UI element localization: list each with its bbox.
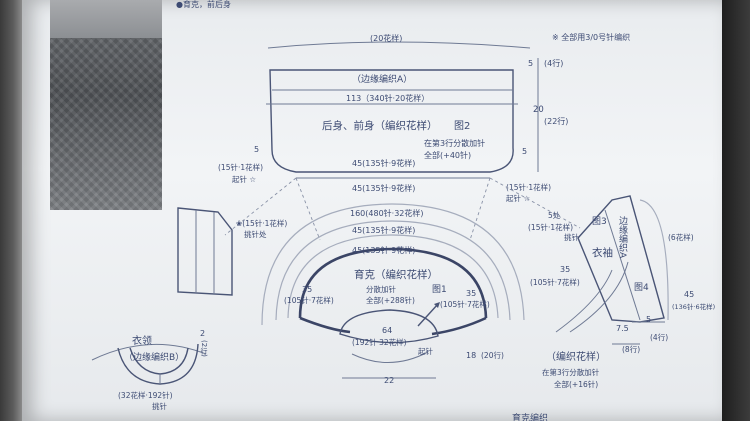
right-sleeve-fig4: 图4	[634, 282, 649, 293]
yoke-bottom-rows: 18	[466, 351, 476, 360]
top-right-dim-main-rows: (22行)	[544, 116, 568, 126]
right-sleeve-right-sub: (6花样)	[668, 232, 694, 242]
right-sleeve-dim-75: 7.5	[616, 324, 629, 333]
right-sleeve-top-label: 5处	[548, 210, 561, 220]
right-sleeve-dim-5: 5	[646, 315, 651, 324]
yoke-outer-count: 160(480针·32花样)	[350, 208, 424, 218]
collar-piece: 衣领 （边缘编织B） 2 (2行) (32花样·192针) 挑针	[91, 329, 208, 411]
right-sleeve-pattern-inc-1: 在第3行分散加针	[542, 367, 600, 377]
top-bottom-count-1: 45(135针·9花样)	[352, 158, 415, 168]
yoke-piece: 160(480针·32花样) 45(135针·9花样) 45(135针·9花样)…	[261, 203, 525, 385]
sweater-photo-top	[50, 0, 162, 38]
collar-title: 衣领	[132, 334, 152, 347]
collar-note: 挑针	[152, 401, 167, 411]
top-title: 后身、前身（编织花样）	[322, 119, 438, 132]
right-sleeve-top-sub-1: (15针·1花样)	[528, 222, 573, 232]
right-sleeve-dim-4: (4行)	[650, 332, 668, 342]
yoke-ring-count-2: 45(135针·9花样)	[352, 245, 415, 255]
yoke-left-dim: 35	[302, 285, 312, 294]
yoke-figure: 图1	[432, 284, 447, 295]
top-figure: 图2	[454, 120, 470, 132]
top-edge-count: 113（340针·20花样）	[346, 93, 429, 103]
left-sleeve-label-1: ❀(15针·1花样)	[236, 218, 287, 228]
yoke-right-dim: 35	[466, 289, 476, 298]
right-sleeve-dim-8: (8行)	[622, 344, 640, 354]
footer-text: 育克编织	[512, 412, 548, 421]
left-sleeve: ❀(15针·1花样) 挑针处	[177, 207, 287, 296]
yoke-left-dim-sub: (105针·7花样)	[284, 295, 334, 305]
top-right-dim-bottom: 5	[522, 147, 527, 156]
yoke-title: 育克（编织花样）	[354, 268, 438, 281]
collar-border: （边缘编织B）	[124, 351, 184, 363]
collar-dim-rows: (2行)	[200, 340, 208, 357]
yoke-bottom-width: 22	[384, 376, 394, 385]
collar-count: (32花样·192针)	[118, 390, 173, 400]
top-inc-note-2: 全部(+40针)	[424, 150, 471, 160]
top-right-dim-main: 20	[533, 105, 544, 115]
yoke-inc-2: 全部(+288针)	[366, 295, 415, 305]
right-sleeve-side-sub: (105针·7花样)	[530, 277, 580, 287]
yoke-arrow-head	[434, 302, 440, 308]
yoke-neck-sub: (192针·32花样)	[352, 337, 407, 347]
top-right-side-1: (15针·1花样)	[506, 182, 551, 192]
top-border-label: （边缘编织A）	[352, 73, 412, 85]
sweater-photo	[50, 0, 162, 210]
top-right-dim-top: 5	[528, 59, 533, 68]
right-sleeve: 5处 (15针·1花样) 挑针 图3 图4 衣袖 边缘编织A (6花样) 35 …	[528, 195, 715, 389]
yoke-neck-dim: 64	[382, 326, 392, 335]
top-left-side-1: (15针·1花样)	[218, 162, 263, 172]
right-sleeve-top-sub-2: 挑针	[564, 232, 579, 242]
right-sleeve-side-dim: 35	[560, 265, 570, 274]
top-left-dim: 5	[254, 145, 259, 154]
book-binding	[0, 0, 22, 421]
top-inc-note-1: 在第3行分散加针	[424, 138, 485, 148]
yoke-right-dim-sub: (105针·7花样)	[440, 299, 490, 309]
yoke-ring-count-1: 45(135针·9花样)	[352, 225, 415, 235]
header-note: ※ 全部用3/0号针编织	[552, 32, 630, 42]
header-top-line: ●育克，前后身	[176, 0, 231, 9]
right-sleeve-pattern-inc-2: 全部(+16针)	[554, 379, 598, 389]
yoke-bottom-rows-sub: (20行)	[481, 350, 504, 360]
right-sleeve-dim-45: 45	[684, 290, 694, 299]
top-bottom-count-2: 45(135针·9花样)	[352, 183, 415, 193]
left-sleeve-label-2: 挑针处	[244, 229, 267, 239]
yoke-neck-note: 起针	[418, 346, 433, 356]
yoke-inc-1: 分散加针	[366, 284, 396, 294]
right-sleeve-dim-45-sub: (136针·6花样)	[672, 302, 715, 311]
back-front-piece: (20花样) （边缘编织A） 113（340针·20花样） 后身、前身（编织花样…	[218, 33, 581, 241]
right-sleeve-pattern: （编织花样）	[546, 350, 606, 363]
right-sleeve-fig3: 图3	[592, 216, 607, 227]
top-right-dim-top-rows: (4行)	[544, 58, 563, 68]
top-right-side-2: 起针 ☆	[506, 193, 530, 203]
top-left-side-2: 起针 ☆	[232, 174, 256, 184]
right-sleeve-title: 衣袖	[592, 246, 613, 259]
collar-dim: 2	[200, 329, 205, 338]
top-width-label: (20花样)	[370, 33, 402, 43]
right-sleeve-border: 边缘编织A	[617, 216, 628, 259]
page-edge-shadow	[722, 0, 750, 421]
